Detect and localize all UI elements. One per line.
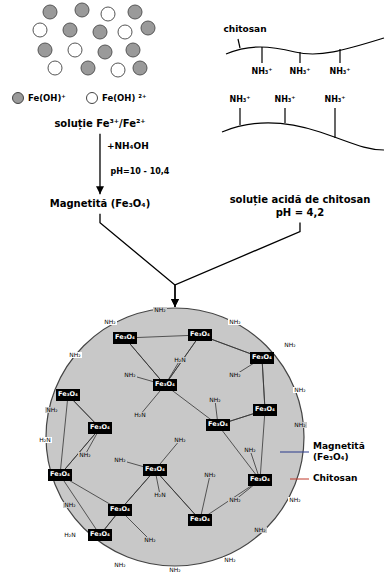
node-text: Fe₃O₄ — [255, 406, 275, 414]
amine-group: NH₂ — [223, 557, 236, 564]
amine-group: NH₂ — [168, 567, 181, 574]
flow-arrow — [99, 134, 100, 195]
reagent-label: +NH₄OH — [107, 141, 149, 151]
chitosan-network — [60, 335, 265, 540]
amine-group: NH₂ — [203, 472, 216, 479]
callout-label: Magnetită (Fe₃O₄) — [313, 441, 383, 463]
amine-group: NH₃⁺ — [273, 96, 296, 105]
magnetite-particle: Fe₃O₄ — [88, 422, 112, 434]
legend-swatch — [86, 92, 98, 104]
magnetite-particle: Fe₃O₄ — [248, 474, 272, 486]
amine-group: NH₂ — [243, 447, 256, 454]
node-text: Fe₃O₄ — [115, 334, 135, 342]
magnetite-particle: Fe₃O₄ — [253, 404, 277, 416]
chain-name: chitosan — [222, 25, 267, 35]
node-text: Fe₃O₄ — [190, 516, 210, 524]
legend-text: Fe(OH)⁺ — [28, 93, 66, 103]
amine-group: H₂N — [133, 412, 146, 419]
node-text: Fe₃O₄ — [58, 391, 78, 399]
amine-group: NH₂ — [113, 457, 126, 464]
amine-group: NH₂ — [208, 397, 221, 404]
amine-group: NH₂ — [288, 497, 301, 504]
amine-group: NH₂ — [78, 452, 91, 459]
flow-arrow — [175, 223, 300, 308]
amine-group: NH₂ — [103, 319, 116, 326]
node-text: Fe₃O₄ — [145, 466, 165, 474]
node-text: Fe₃O₄ — [110, 506, 130, 514]
ph-note: pH=10 - 10,4 — [110, 168, 171, 177]
legend-entry: Fe(OH)⁺ — [12, 92, 66, 104]
amine-group: NH₂ — [63, 502, 76, 509]
magnetite-particle: Fe₃O₄ — [188, 329, 212, 341]
magnetite-particle: Fe₃O₄ — [206, 419, 230, 431]
amine-group: NH₂ — [253, 527, 266, 534]
chitosan-chain — [226, 38, 384, 63]
amine-group: NH₂ — [293, 387, 306, 394]
amine-group: NH₂ — [68, 352, 81, 359]
magnetite-particle: Fe₃O₄ — [108, 504, 132, 516]
magnetite-particle: Fe₃O₄ — [113, 332, 137, 344]
amine-group: NH₂ — [293, 422, 306, 429]
process-label: soluție acidă de chitosanpH = 4,2 — [230, 193, 371, 220]
node-text: Fe₃O₄ — [90, 424, 110, 432]
amine-group: NH₃⁺ — [288, 68, 311, 77]
process-label: Magnetită (Fe₃O₄) — [50, 197, 151, 211]
amine-group: NH₃⁺ — [250, 68, 273, 77]
legend-swatch — [12, 92, 24, 104]
node-text: Fe₃O₄ — [250, 476, 270, 484]
leader-line — [280, 452, 309, 453]
amine-group: H₂N — [38, 437, 51, 444]
magnetite-particle: Fe₃O₄ — [56, 389, 80, 401]
node-text: Fe₃O₄ — [90, 531, 110, 539]
node-text: Fe₃O₄ — [190, 331, 210, 339]
magnetite-particle: Fe₃O₄ — [153, 379, 177, 391]
process-label: soluție Fe³⁺/Fe²⁺ — [54, 117, 145, 131]
amine-group: NH₂ — [123, 372, 136, 379]
magnetite-particle: Fe₃O₄ — [250, 352, 274, 364]
amine-group: NH₂ — [228, 372, 241, 379]
legend-text: Fe(OH) ²⁺ — [102, 93, 147, 103]
chitosan-chain-acid — [222, 108, 384, 150]
amine-group: NH₂ — [143, 537, 156, 544]
node-text: soluție Fe³⁺/Fe²⁺ — [54, 117, 145, 131]
node-text: Fe₃O₄ — [155, 381, 175, 389]
amine-group: H₂N — [153, 492, 166, 499]
amine-group: NH₂ — [153, 307, 166, 314]
magnetite-particle: Fe₃O₄ — [143, 464, 167, 476]
callout-label: Chitosan — [313, 473, 383, 484]
leader-line — [290, 479, 309, 480]
ion-cluster — [33, 3, 155, 77]
amine-group: NH₃⁺ — [228, 96, 251, 105]
amine-group: NH₂ — [113, 562, 126, 569]
node-text: Fe₃O₄ — [50, 471, 70, 479]
node-text: Fe₃O₄ — [252, 354, 272, 362]
magnetite-particle: Fe₃O₄ — [48, 469, 72, 481]
flow-arrow — [100, 214, 175, 307]
magnetite-particle: Fe₃O₄ — [88, 529, 112, 541]
amine-group: H₂N — [63, 532, 76, 539]
node-text: pH = 4,2 — [230, 206, 371, 220]
magnetite-particle: Fe₃O₄ — [188, 514, 212, 526]
amine-group: NH₃⁺ — [328, 68, 351, 77]
amine-group: NH₂ — [228, 319, 241, 326]
node-text: Magnetită (Fe₃O₄) — [50, 197, 151, 211]
amine-group: NH₃⁺ — [323, 96, 346, 105]
amine-group: NH₂ — [45, 407, 58, 414]
amine-group: NH₂ — [173, 437, 186, 444]
amine-group: NH₂ — [283, 342, 296, 349]
node-text: soluție acidă de chitosan — [230, 193, 371, 207]
node-text: Fe₃O₄ — [208, 421, 228, 429]
amine-group: H₂N — [173, 357, 186, 364]
legend-entry: Fe(OH) ²⁺ — [86, 92, 147, 104]
amine-group: NH₂ — [228, 497, 241, 504]
